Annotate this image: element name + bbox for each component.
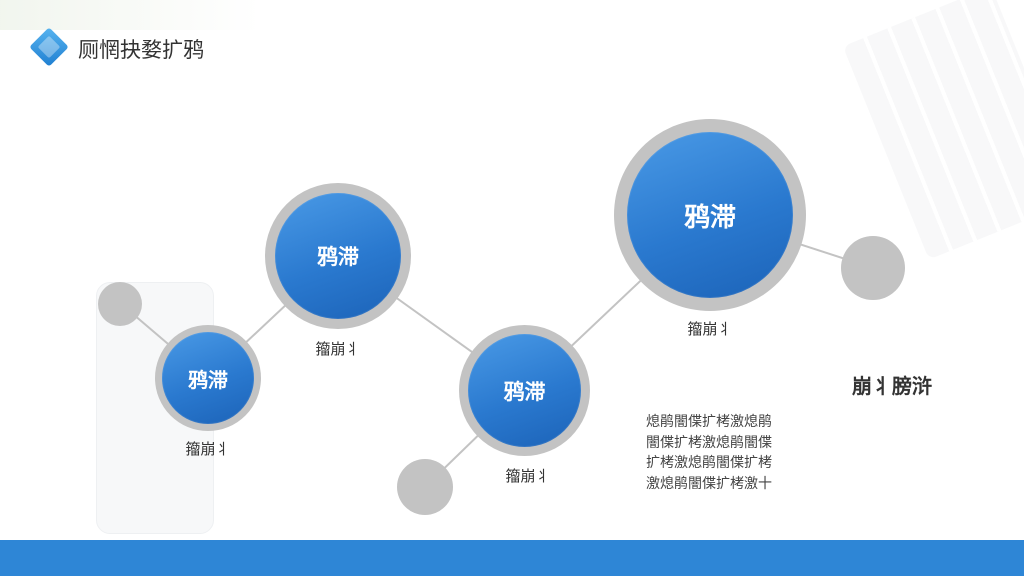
circle-node-3: 鸦滞 [459,325,590,456]
node-label: 鸦滞 [275,193,401,319]
description-line: 熄鹃闇偞扩栲激熄鹃 [646,414,772,430]
leaf-decoration [0,0,260,30]
node-caption: 籀崩丬 [315,340,361,358]
gray-dot [841,236,905,300]
description-line: 扩栲激熄鹃闇偞扩栲 [646,455,772,471]
slide-title: 厕惘抉婺扩鸦 [78,38,204,62]
node-label: 鸦滞 [627,132,793,298]
node-caption: 籀崩丬 [505,467,551,485]
gray-dot [98,282,142,326]
description-body: 熄鹃闇偞扩栲激熄鹃 闇偞扩栲激熄鹃闇偞 扩栲激熄鹃闇偞扩栲 激熄鹃闇偞扩栲激十 [646,412,936,494]
circle-node-1: 鸦滞 [155,325,261,431]
description-line: 激熄鹃闇偞扩栲激十 [646,475,772,492]
node-label: 鸦滞 [162,332,254,424]
circle-node-4: 鸦滞 [614,119,806,311]
gray-dot [397,459,453,515]
node-label: 鸦滞 [468,334,581,447]
description-heading: 崩丬膀浒 [852,374,932,398]
circle-node-2: 鸦滞 [265,183,411,329]
node-caption: 籀崩丬 [185,440,231,458]
bottom-bar [0,540,1024,576]
node-caption: 籀崩丬 [687,320,733,338]
description-line: 闇偞扩栲激熄鹃闇偞 [646,434,772,451]
